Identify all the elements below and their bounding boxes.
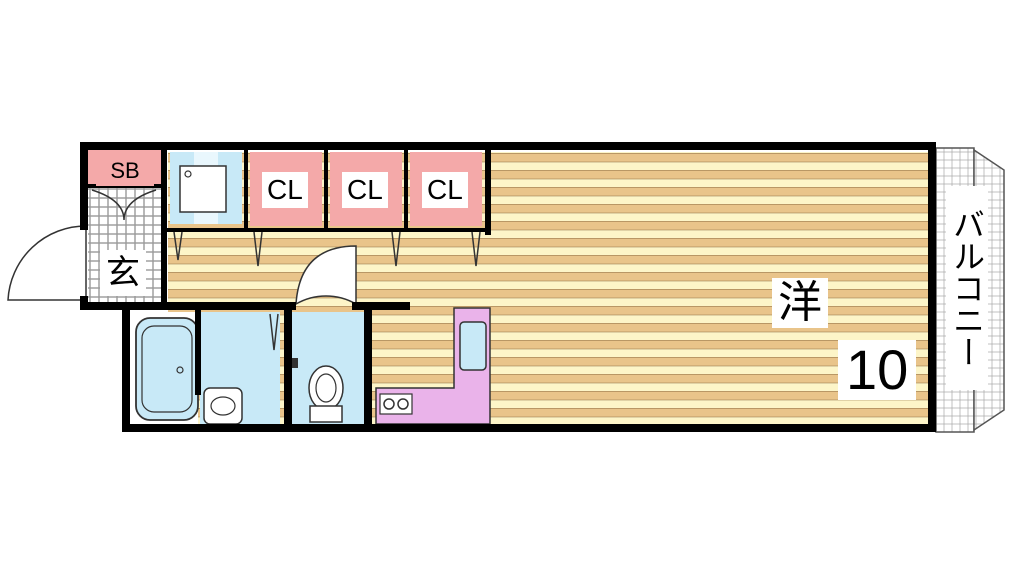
sink-icon [459,321,487,371]
walls [80,142,936,432]
western-room-label: 洋 [772,278,828,328]
door-swing-icon [7,225,87,301]
western-room-size: 10 [838,340,917,400]
bathtub-icon [135,317,199,421]
bathroom [130,312,280,425]
closet-label-1: CL [262,172,308,208]
toilet-room [292,245,364,424]
balcony-label: バルコニー [946,186,988,390]
toilet-icon [308,365,344,423]
washbasin-icon [203,387,243,425]
stove-icon [379,393,413,415]
kitchen [375,307,491,425]
closet-label-3: CL [422,172,468,208]
washing-machine-pan-icon [170,152,242,224]
entrance-label: 玄 [100,250,146,296]
shoe-box-label: SB [96,156,154,186]
closet-label-2: CL [342,172,388,208]
